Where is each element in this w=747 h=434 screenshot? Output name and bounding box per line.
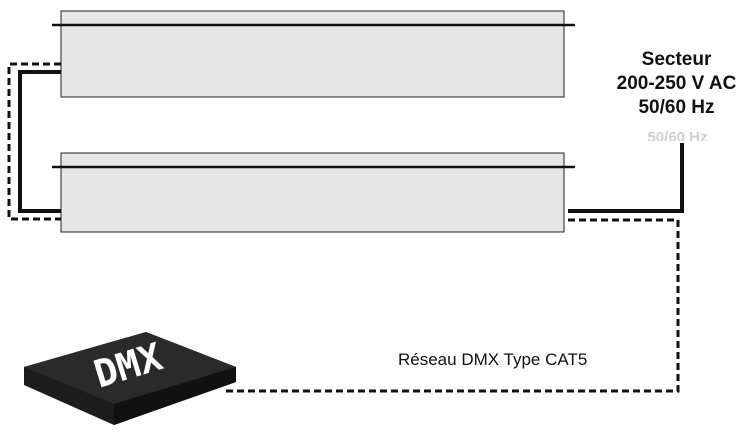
- network-label: Réseau DMX Type CAT5: [398, 350, 588, 369]
- fixture-bottom-body: [60, 152, 565, 233]
- dmx-link-cable: [7, 62, 61, 221]
- fixture-bottom: [52, 152, 575, 233]
- power-label-line2: 200-250 V AC: [616, 73, 737, 94]
- power-label-line1: Secteur: [641, 49, 712, 70]
- power-link-cable: [18, 70, 61, 213]
- dmx-network-cable: [225, 218, 680, 393]
- power-label-ghost: 50/60 Hz: [647, 131, 708, 141]
- power-label-line3: 50/60 Hz: [638, 97, 715, 118]
- dmx-console: DMX: [24, 332, 236, 425]
- power-label: Secteur 200-250 V AC 50/60 Hz: [606, 48, 747, 120]
- mains-power-cable: [568, 143, 684, 213]
- console-front: [114, 367, 236, 425]
- fixture-top: [52, 10, 575, 98]
- console-top: [24, 332, 236, 404]
